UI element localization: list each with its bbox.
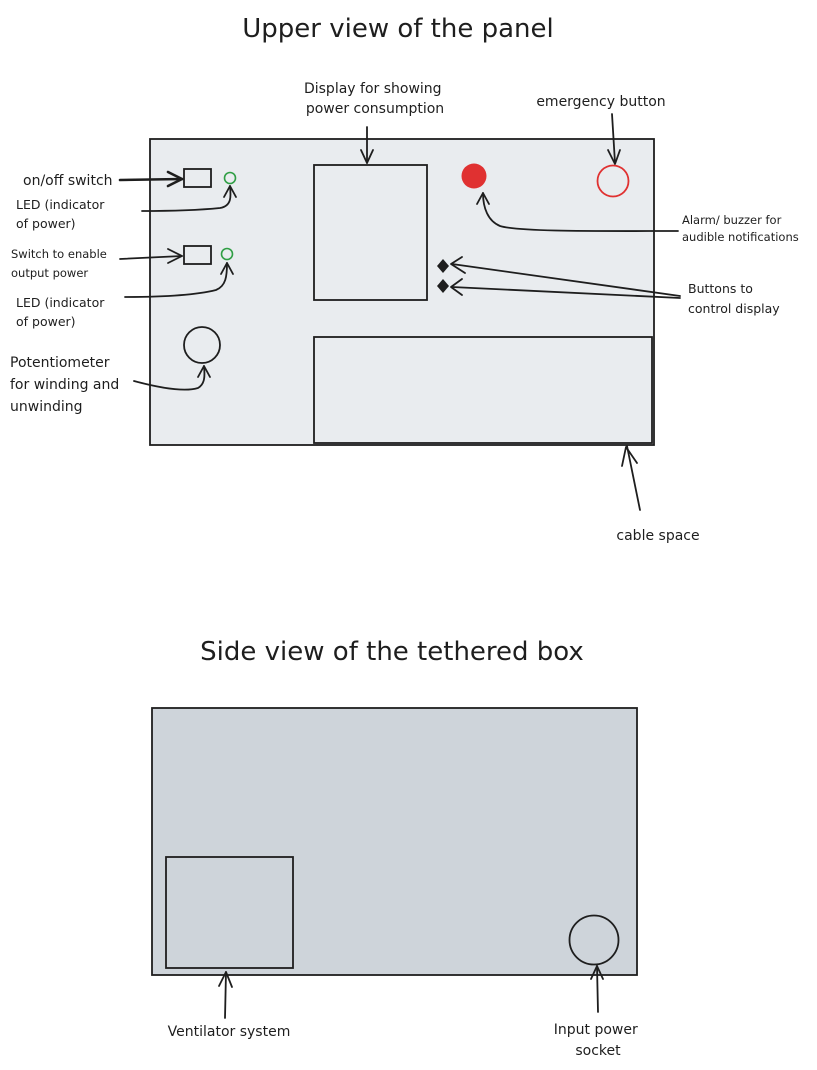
led1-arrow — [141, 185, 237, 212]
on-off-switch — [183, 168, 212, 188]
led-indicator-2 — [220, 247, 234, 261]
panel-body — [149, 138, 655, 446]
cable-space-label: cable space — [616, 528, 699, 544]
cable-space-arrow — [621, 445, 641, 511]
control-button-up — [437, 259, 449, 273]
buttons-arrows — [450, 256, 681, 299]
socket-label: Input power socket — [554, 1022, 642, 1059]
ventilator-label: Ventilator system — [168, 1024, 291, 1040]
led1-label: LED (indicator of power) — [16, 197, 108, 231]
enable-switch-label: Switch to enable output power — [11, 247, 111, 280]
emergency-label: emergency button — [536, 94, 665, 110]
tethered-box-body — [151, 707, 638, 976]
on-off-label: on/off switch — [23, 173, 113, 189]
led2-arrow — [124, 262, 234, 298]
emergency-arrow — [607, 113, 621, 165]
potentiometer-knob — [183, 326, 221, 364]
buttons-label: Buttons to control display — [688, 281, 780, 316]
socket-arrow — [590, 965, 604, 1013]
led2-label: LED (indicator of power) — [16, 295, 108, 329]
cable-space — [313, 336, 653, 444]
display-label: Display for showing power consumption — [304, 81, 446, 117]
output-enable-switch — [183, 245, 212, 265]
led-indicator-1 — [223, 171, 237, 185]
upper-view-title: Upper view of the panel — [242, 14, 554, 44]
display-arrow — [360, 126, 374, 164]
enable-switch-arrow — [119, 248, 183, 264]
input-power-socket — [568, 914, 620, 966]
on-off-arrow — [118, 170, 184, 188]
potentiometer-arrow — [133, 365, 211, 391]
ventilator-arrow — [218, 971, 233, 1019]
alarm-label: Alarm/ buzzer for audible notifications — [682, 213, 799, 244]
emergency-button — [596, 164, 630, 198]
side-view-title: Side view of the tethered box — [200, 637, 584, 667]
alarm-buzzer — [461, 163, 487, 189]
alarm-arrow — [476, 192, 679, 232]
ventilator-system — [165, 856, 294, 969]
potentiometer-label: Potentiometer for winding and unwinding — [10, 355, 124, 415]
power-display — [313, 164, 428, 301]
control-button-down — [437, 279, 449, 293]
